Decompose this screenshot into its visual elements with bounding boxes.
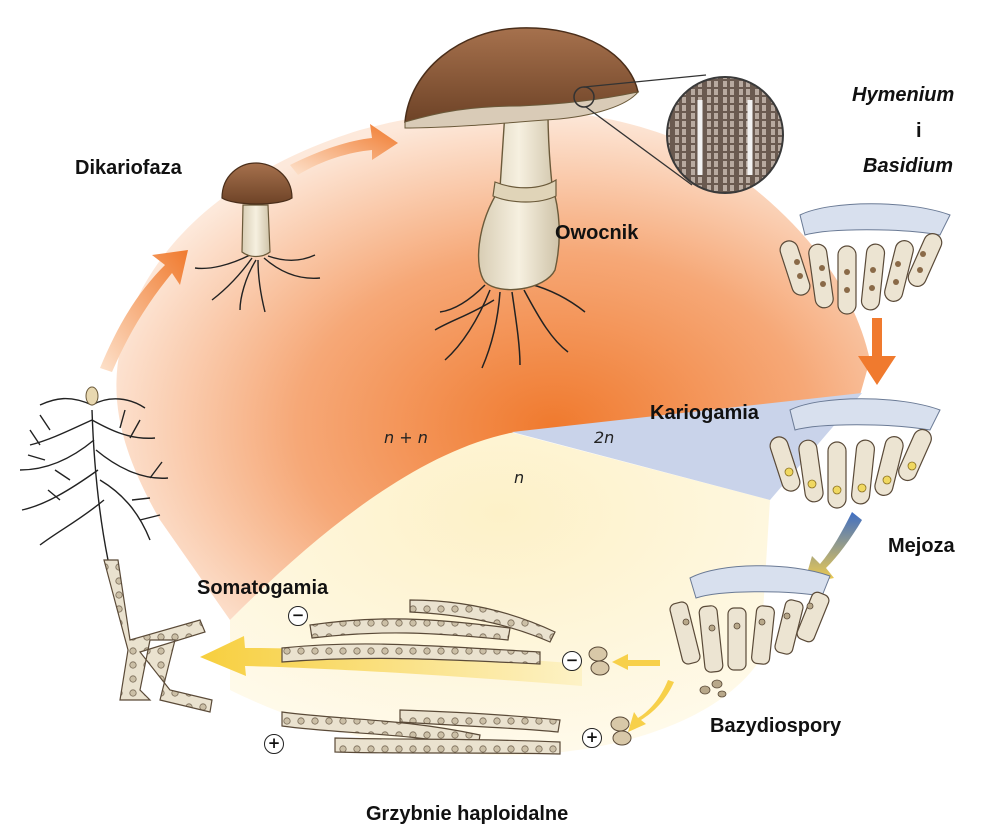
mating-minus-sign-2: − — [562, 651, 582, 671]
label-hymenium: Hymenium — [852, 84, 954, 107]
label-kariogamia: Kariogamia — [650, 402, 759, 425]
ploidy-diploid-label: 2n — [594, 428, 614, 447]
ploidy-dikaryon-label: n + n — [384, 428, 428, 447]
ploidy-haploid-label: n — [514, 468, 524, 487]
mating-plus-sign-2: + — [582, 728, 602, 748]
label-bazydiospory: Bazydiospory — [710, 715, 841, 738]
mycelium-hypha-left — [104, 560, 212, 712]
label-owocnik: Owocnik — [555, 222, 638, 245]
label-dikariofaza: Dikariofaza — [75, 157, 182, 180]
mating-minus-sign-1: − — [288, 606, 308, 626]
label-basidium: Basidium — [863, 155, 953, 178]
mycelium-bud — [86, 387, 98, 405]
label-grzybnie-haploidalne: Grzybnie haploidalne — [366, 803, 568, 826]
label-i: i — [916, 120, 922, 143]
label-mejoza: Mejoza — [888, 535, 955, 558]
label-somatogamia: Somatogamia — [197, 577, 328, 600]
mating-plus-sign-1: + — [264, 734, 284, 754]
gill-magnified-circle — [667, 77, 783, 193]
